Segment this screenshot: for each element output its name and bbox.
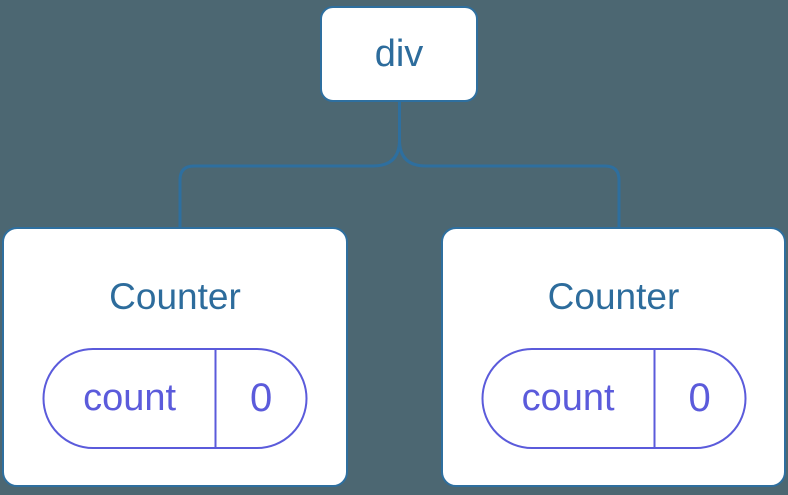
counter-title: Counter (547, 276, 680, 317)
state-key-label: count (45, 350, 217, 447)
root-node-label: div (374, 33, 424, 75)
state-pill: count 0 (481, 348, 746, 449)
state-value: 0 (250, 376, 273, 420)
state-value: 0 (688, 376, 711, 420)
connector-branch-right (398, 139, 621, 228)
state-key-label: count (483, 350, 656, 447)
counter-title: Counter (109, 276, 241, 317)
connector-branch-left (178, 139, 401, 228)
counter-card-left: Counter count 0 (2, 227, 348, 487)
state-pill: count 0 (42, 348, 308, 449)
counter-card-right: Counter count 0 (441, 227, 786, 487)
root-node: div (320, 6, 478, 102)
